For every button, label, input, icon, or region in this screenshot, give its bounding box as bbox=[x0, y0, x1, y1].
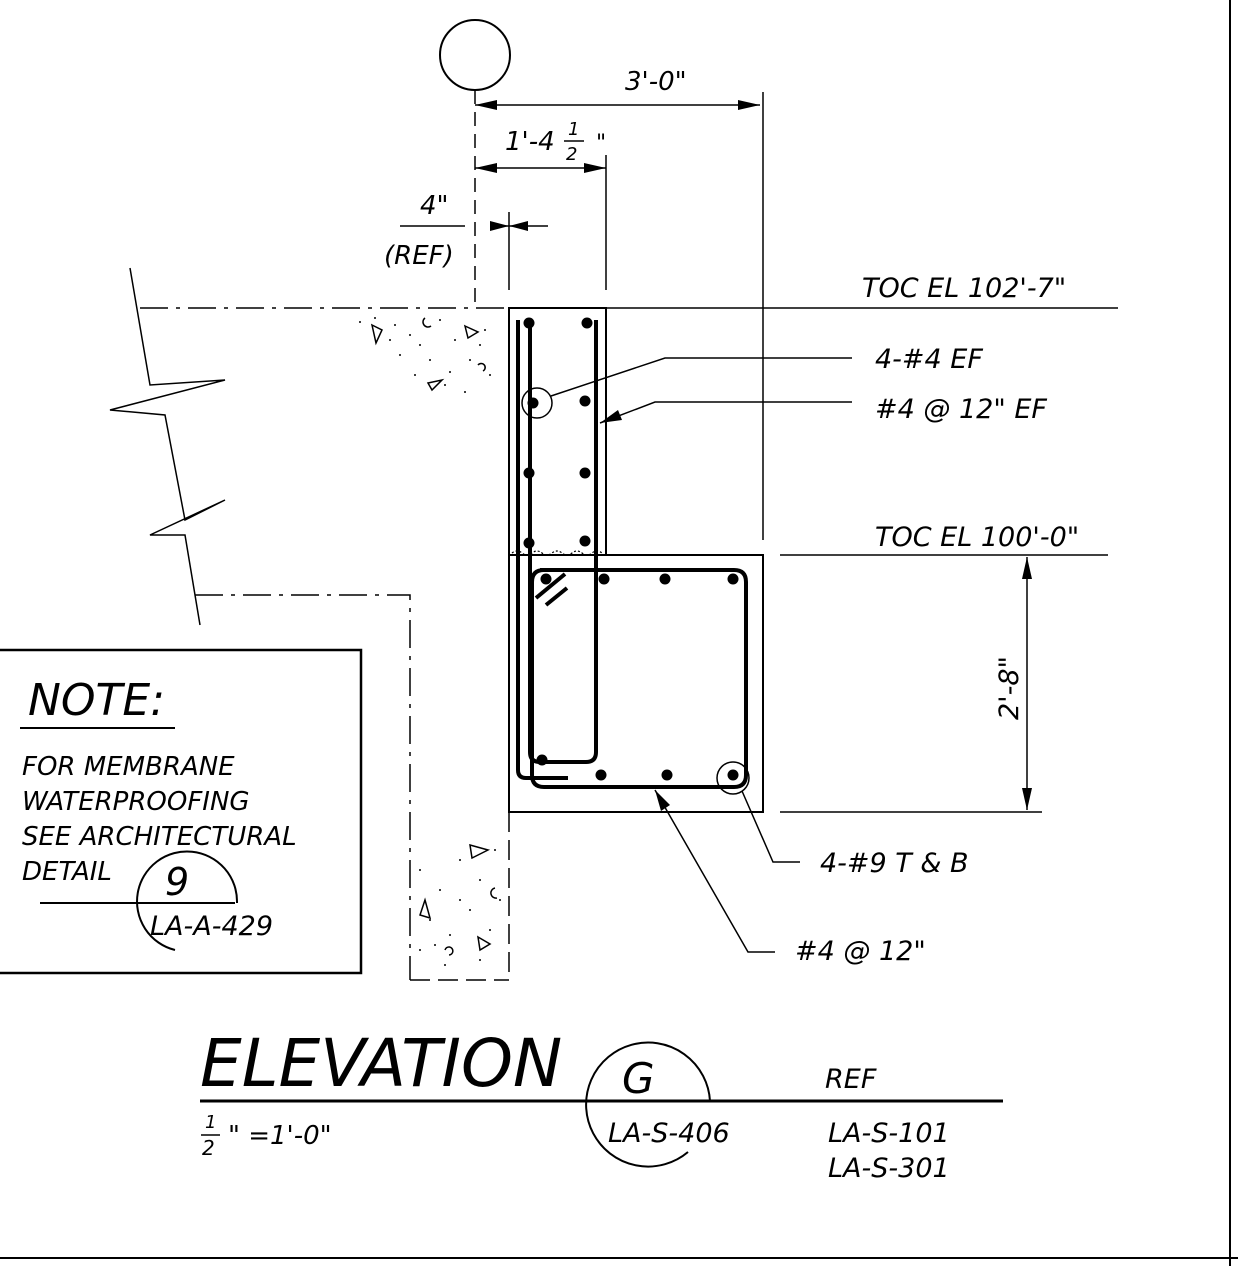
break-line bbox=[109, 267, 226, 626]
wall-dowel-outer bbox=[516, 320, 568, 780]
dim-wall-offset-frac-den: 2 bbox=[566, 144, 577, 165]
drawing-title: ELEVATION bbox=[200, 1025, 562, 1102]
callout-wall-vertical-text: 4-#4 EF bbox=[875, 344, 983, 375]
concrete-fill-upper bbox=[359, 317, 491, 393]
wall-rebar-dots bbox=[523, 317, 593, 549]
note-line-3: SEE ARCHITECTURAL bbox=[22, 822, 297, 852]
scale-den: 2 bbox=[202, 1136, 215, 1160]
scale-num: 1 bbox=[205, 1112, 216, 1133]
dimension-ref-offset: 4" (REF) bbox=[384, 191, 548, 290]
stirrup-hook-2 bbox=[544, 586, 569, 607]
title-block: ELEVATION 1 2 " =1'-0" G LA-S-406 REF LA… bbox=[200, 1025, 1003, 1184]
callout-wall-horizontal: #4 @ 12" EF bbox=[599, 394, 1047, 425]
dimension-overall-width: 3'-0" bbox=[475, 67, 764, 540]
existing-footing-outline bbox=[195, 594, 411, 980]
elev-top-wall-text: TOC EL 102'-7" bbox=[862, 273, 1066, 304]
note-line-4: DETAIL bbox=[22, 857, 112, 887]
concrete-fill-lower bbox=[419, 843, 501, 966]
note-detail-number: 9 bbox=[165, 860, 189, 904]
note-detail-sheet: LA-A-429 bbox=[150, 911, 273, 942]
concrete-section bbox=[508, 307, 764, 813]
ref-sheet-2: LA-S-301 bbox=[828, 1153, 950, 1184]
footing-rebar-dots bbox=[536, 573, 739, 781]
dimension-footing-height: 2'-8" bbox=[994, 557, 1032, 810]
dim-overall-width-text: 3'-0" bbox=[625, 67, 687, 97]
dimension-wall-offset: 1'-4 1 2 " bbox=[475, 119, 607, 290]
elev-top-footing-text: TOC EL 100'-0" bbox=[875, 522, 1079, 553]
ref-label: REF bbox=[825, 1064, 877, 1095]
construction-joint bbox=[511, 550, 603, 556]
dim-wall-offset-inch: " bbox=[596, 131, 606, 156]
ref-sheet-1: LA-S-101 bbox=[828, 1118, 950, 1149]
dim-ref-label: (REF) bbox=[384, 241, 454, 271]
dim-wall-offset-text: 1'-4 bbox=[505, 127, 555, 157]
callout-wall-vertical: 4-#4 EF bbox=[521, 344, 983, 419]
detail-sheet: LA-S-406 bbox=[608, 1118, 730, 1149]
footing-stirrup bbox=[530, 568, 748, 789]
stirrup-hook-1 bbox=[534, 572, 567, 600]
dim-ref-offset-text: 4" bbox=[420, 191, 449, 221]
grid-bubble bbox=[439, 19, 511, 91]
dim-wall-offset-frac-num: 1 bbox=[568, 119, 579, 140]
detail-letter: G bbox=[622, 1054, 655, 1103]
callout-footing-stirrup: #4 @ 12" bbox=[654, 789, 926, 967]
callout-footing-stirrup-text: #4 @ 12" bbox=[795, 936, 926, 967]
note-title: NOTE: bbox=[28, 675, 165, 726]
note-line-2: WATERPROOFING bbox=[22, 787, 250, 817]
callout-footing-longitudinal: 4-#9 T & B bbox=[716, 761, 969, 879]
note-line-1: FOR MEMBRANE bbox=[22, 752, 235, 782]
note-box: NOTE: FOR MEMBRANE WATERPROOFING SEE ARC… bbox=[0, 648, 363, 975]
callout-wall-horizontal-text: #4 @ 12" EF bbox=[875, 394, 1047, 425]
dim-footing-height-text: 2'-8" bbox=[994, 656, 1025, 720]
callout-footing-longitudinal-text: 4-#9 T & B bbox=[820, 848, 969, 879]
scale-rest: " =1'-0" bbox=[228, 1121, 332, 1151]
